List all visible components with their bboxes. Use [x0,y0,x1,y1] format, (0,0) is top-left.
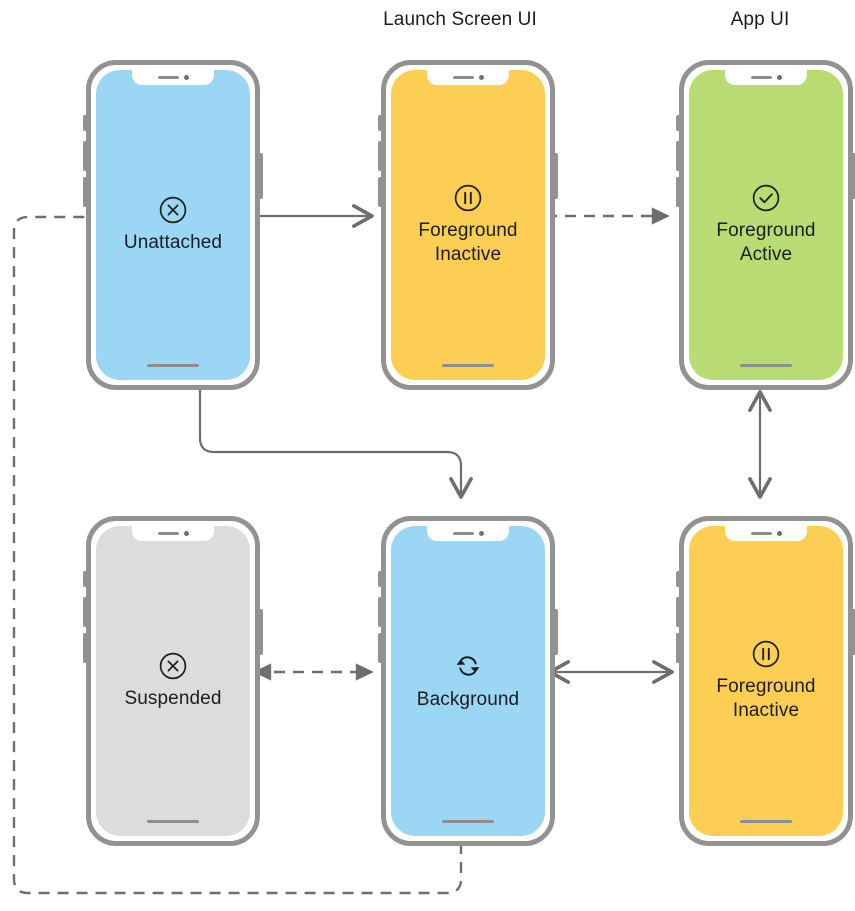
phone-screen-foreground-active: Foreground Active [689,70,843,380]
power-button-icon [554,153,558,199]
refresh-arrows-icon [452,650,484,682]
speaker-slot-icon [750,532,772,535]
state-label-suspended: Suspended [124,687,222,709]
arrow-unattached-to-background [198,388,473,499]
mute-switch-icon [83,115,87,131]
volume-up-button-icon [378,597,382,627]
front-camera-icon [183,531,189,536]
volume-up-button-icon [378,141,382,171]
speaker-slot-icon [750,76,772,79]
volume-down-button-icon [378,633,382,663]
volume-up-button-icon [83,141,87,171]
phone-screen-foreground-inactive-bottom: Foreground Inactive [689,526,843,836]
power-button-icon [259,153,263,199]
home-indicator [740,819,792,823]
notch [132,526,214,541]
volume-up-button-icon [676,141,680,171]
phone-screen-foreground-inactive-top: Foreground Inactive [391,70,545,380]
mute-switch-icon [378,571,382,587]
speaker-slot-icon [157,532,179,535]
front-camera-icon [478,75,484,80]
notch [427,526,509,541]
volume-down-button-icon [83,177,87,207]
state-label-line-2: Inactive [434,244,502,265]
mute-switch-icon [676,571,680,587]
column-header-launch-screen-ui: Launch Screen UI [383,9,537,30]
state-label-background: Background [416,688,520,710]
pause-circle-icon [751,639,781,669]
mute-switch-icon [378,115,382,131]
notch [132,70,214,85]
power-button-icon [554,609,558,655]
phone-unattached[interactable]: Unattached [83,60,263,390]
volume-up-button-icon [676,597,680,627]
phone-foreground-active[interactable]: Foreground Active [676,60,855,390]
front-camera-icon [183,75,189,80]
state-label-foreground-inactive-bottom: Foreground Inactive [710,675,821,724]
check-circle-icon [751,183,781,213]
phone-suspended[interactable]: Suspended [83,516,263,846]
pause-circle-icon [453,183,483,213]
state-label-line-2: Inactive [732,700,800,721]
speaker-slot-icon [157,76,179,79]
home-indicator [147,819,199,823]
arrow-background-to-unattached [12,208,463,895]
notch [725,70,807,85]
notch [427,70,509,85]
state-label-unattached: Unattached [123,231,223,253]
home-indicator [740,363,792,367]
state-label-foreground-inactive-top: Foreground Inactive [412,219,523,268]
x-circle-icon [158,195,188,225]
volume-down-button-icon [83,633,87,663]
state-label-line-1: Foreground [716,675,816,697]
mute-switch-icon [676,115,680,131]
mute-switch-icon [83,571,87,587]
phone-foreground-inactive-bottom[interactable]: Foreground Inactive [676,516,855,846]
phone-screen-unattached: Unattached [96,70,250,380]
phone-screen-background: Background [391,526,545,836]
power-button-icon [259,609,263,655]
home-indicator [442,363,494,367]
volume-up-button-icon [83,597,87,627]
power-button-icon [852,609,855,655]
volume-down-button-icon [676,633,680,663]
notch [725,526,807,541]
state-label-line-2: Active [739,244,793,265]
home-indicator [147,363,199,367]
x-circle-icon [158,651,188,681]
front-camera-icon [776,75,782,80]
speaker-slot-icon [452,76,474,79]
state-label-line-1: Foreground [418,219,518,241]
state-label-line-1: Foreground [716,219,816,241]
front-camera-icon [776,531,782,536]
phone-foreground-inactive-top[interactable]: Foreground Inactive [378,60,558,390]
column-header-app-ui: App UI [730,9,790,30]
phone-screen-suspended: Suspended [96,526,250,836]
home-indicator [442,819,494,823]
state-label-foreground-active: Foreground Active [710,219,821,268]
volume-down-button-icon [378,177,382,207]
front-camera-icon [478,531,484,536]
speaker-slot-icon [452,532,474,535]
phone-background[interactable]: Background [378,516,558,846]
volume-down-button-icon [676,177,680,207]
power-button-icon [852,153,855,199]
